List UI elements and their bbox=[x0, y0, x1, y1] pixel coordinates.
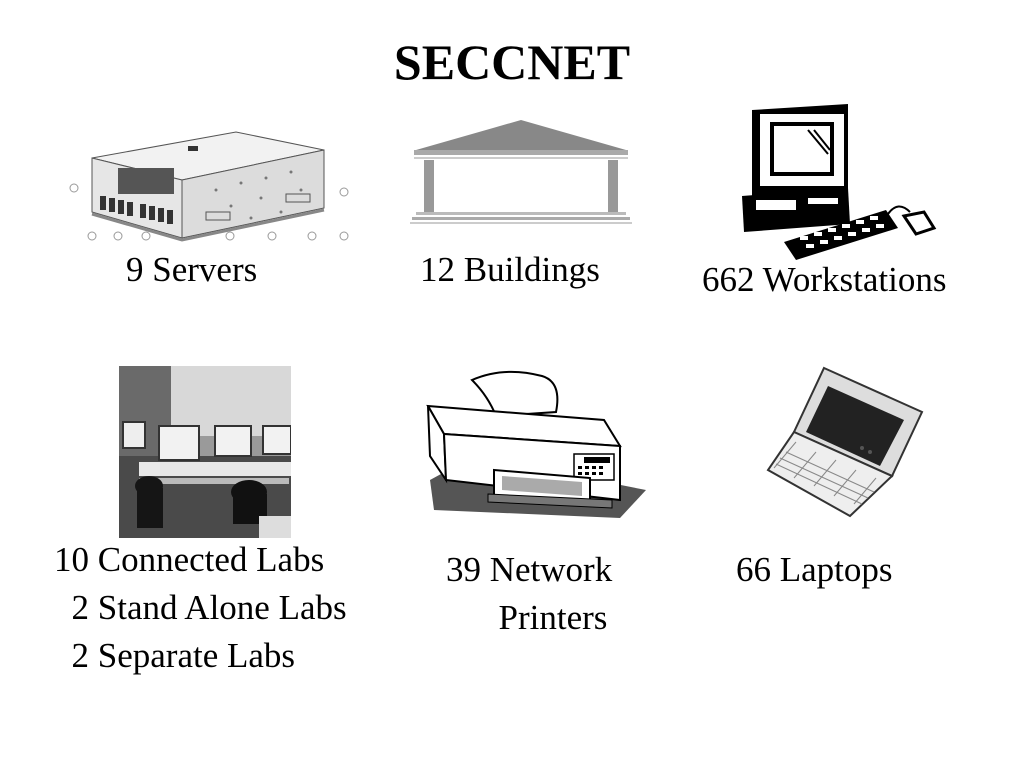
servers-label: 9 Servers bbox=[126, 250, 258, 289]
building-icon bbox=[410, 120, 632, 224]
labs-line-3: 2 Separate Labs bbox=[54, 636, 296, 675]
server-icon bbox=[69, 131, 349, 242]
printer-icon bbox=[426, 370, 646, 518]
buildings-label: 12 Buildings bbox=[420, 250, 600, 289]
laptops-label: 66 Laptops bbox=[736, 550, 893, 589]
labs-line-2: 2 Stand Alone Labs bbox=[54, 588, 347, 627]
laptop-icon bbox=[766, 366, 924, 518]
slide-title: SECCNET bbox=[393, 34, 631, 90]
printers-line-2: Printers bbox=[446, 598, 608, 637]
workstations-label: 662 Workstations bbox=[702, 260, 947, 299]
workstation-icon bbox=[742, 104, 937, 260]
computer-lab-photo bbox=[119, 366, 291, 538]
labs-line-1: 10 Connected Labs bbox=[54, 540, 325, 579]
printers-line-1: 39 Network bbox=[446, 550, 613, 589]
